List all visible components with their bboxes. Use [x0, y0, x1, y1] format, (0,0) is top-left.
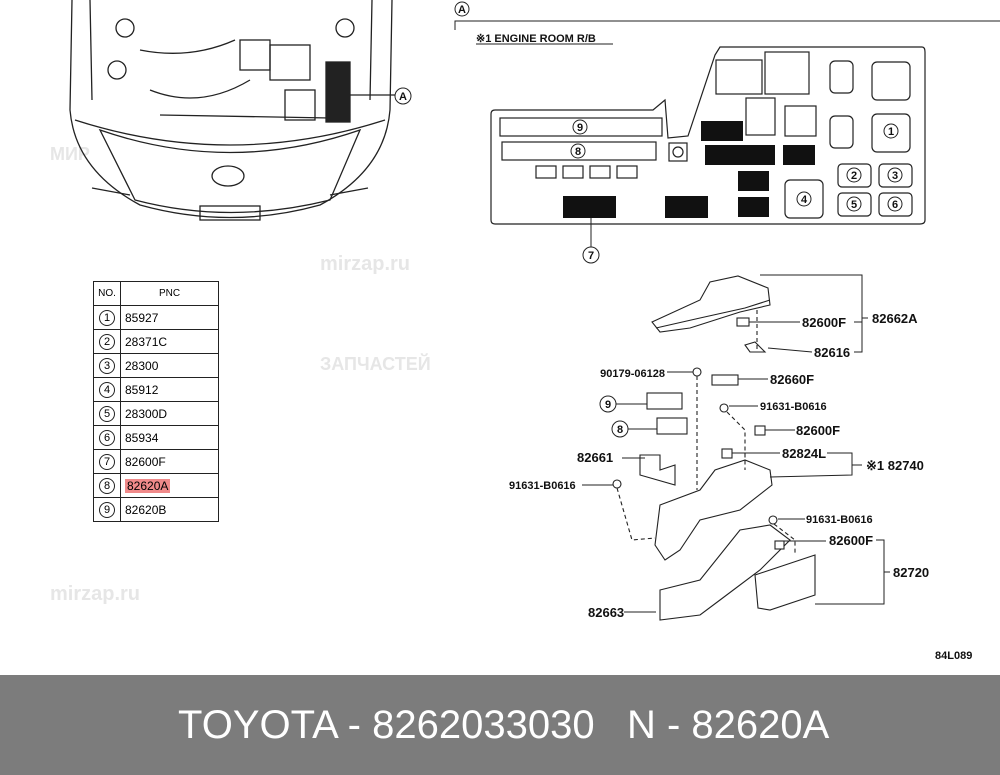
part-label-91631-B0616: 91631-B0616 [509, 480, 576, 492]
header-pnc: PNC [120, 281, 219, 306]
part-label-82600F: 82600F [802, 315, 846, 330]
pnc-cell-highlighted: 82620A [125, 478, 171, 493]
part-label-91631-B0616: 91631-B0616 [806, 514, 873, 526]
part-label-90179-06128: 90179-06128 [600, 368, 665, 380]
table-row: 6 85934 [93, 425, 219, 450]
table-header: NO. PNC [93, 281, 219, 306]
leader-lines [582, 274, 890, 613]
part-number-banner: TOYOTA - 8262033030 N - 82620A [0, 675, 1000, 775]
engine-room-overview-drawing [69, 0, 395, 221]
watermark-text: mirzap.ru [50, 583, 140, 605]
pnc-cell: 85934 [120, 425, 219, 450]
marker-2: 2 [851, 170, 857, 182]
table-row: 3 28300 [93, 353, 219, 378]
part-label-82660F: 82660F [770, 372, 814, 387]
marker-6: 6 [892, 199, 898, 211]
pnc-cell: 28300D [120, 401, 219, 426]
watermark-text: ЗАПЧАСТЕЙ [320, 353, 431, 374]
part-label-82600F: 82600F [796, 423, 840, 438]
relay-markers: 9 8 1 2 3 4 5 6 7 [570, 119, 903, 264]
part-label-82824L: 82824L [782, 446, 826, 461]
table-row: 7 82600F [93, 449, 219, 474]
part-label-82600F: 82600F [829, 533, 873, 548]
part-label-82663: 82663 [588, 605, 624, 620]
row-number: 4 [99, 381, 115, 398]
engine-room-relay-block: A ※1 ENGINE ROOM R/B 9 8 1 [454, 1, 1000, 264]
row-number: 3 [99, 357, 115, 374]
oem-part-number: TOYOTA - 8262033030 [178, 702, 595, 747]
parts-diagram: МИР ЗАПЧАСТЕЙ mirzap.ru mirzap.ru A A ※1… [50, 0, 1000, 662]
part-label-91631-B0616: 91631-B0616 [760, 401, 827, 413]
diagram-reference-number: N - 82620A [627, 702, 830, 747]
callout-label: A [458, 4, 466, 16]
table-row-highlighted: 8 82620A [93, 473, 219, 498]
watermark-text: МИР [50, 144, 90, 164]
row-number: 7 [99, 453, 115, 470]
part-label-82662A: 82662A [872, 311, 918, 326]
table-row: 1 85927 [93, 305, 219, 330]
pnc-table: NO. PNC 1 85927 2 28371C 3 28300 4 85912 5 28… [93, 281, 219, 522]
watermarks: МИР ЗАПЧАСТЕЙ mirzap.ru mirzap.ru [50, 144, 431, 605]
header-no: NO. [93, 281, 121, 306]
pnc-cell: 85927 [120, 305, 219, 330]
part-label-82740: ※1 82740 [866, 458, 924, 473]
part-marker-8: 8 [617, 424, 623, 436]
watermark-text: mirzap.ru [320, 253, 410, 275]
pnc-cell: 28300 [120, 353, 219, 378]
marker-4: 4 [801, 194, 808, 206]
callout-label: A [399, 91, 407, 103]
part-label-82616: 82616 [814, 345, 850, 360]
table-row: 9 82620B [93, 497, 219, 522]
row-number: 6 [99, 429, 115, 446]
pnc-cell: 28371C [120, 329, 219, 354]
pnc-cell: 85912 [120, 377, 219, 402]
marker-5: 5 [851, 199, 857, 211]
row-number: 1 [99, 309, 115, 326]
exploded-parts-drawing [612, 275, 816, 621]
part-marker-9: 9 [605, 399, 611, 411]
pnc-cell: 82620B [120, 497, 219, 522]
marker-7: 7 [588, 250, 594, 262]
table-row: 5 28300D [93, 401, 219, 426]
relay-box-title: ※1 ENGINE ROOM R/B [476, 33, 596, 45]
part-label-82720: 82720 [893, 565, 929, 580]
marker-9: 9 [577, 122, 583, 134]
illustration-code: 84L089 [935, 650, 972, 662]
row-number: 8 [99, 477, 115, 494]
table-row: 4 85912 [93, 377, 219, 402]
marker-3: 3 [892, 170, 898, 182]
row-number: 2 [99, 333, 115, 350]
callout-A-overview: A [394, 87, 412, 105]
marker-1: 1 [888, 126, 894, 138]
row-number: 9 [99, 501, 115, 518]
row-number: 5 [99, 405, 115, 422]
marker-8: 8 [575, 146, 581, 158]
table-row: 2 28371C [93, 329, 219, 354]
pnc-cell: 82600F [120, 449, 219, 474]
part-labels: 82662A 82600F 82616 90179-06128 82660F 9… [509, 311, 972, 662]
part-label-82661: 82661 [577, 450, 613, 465]
